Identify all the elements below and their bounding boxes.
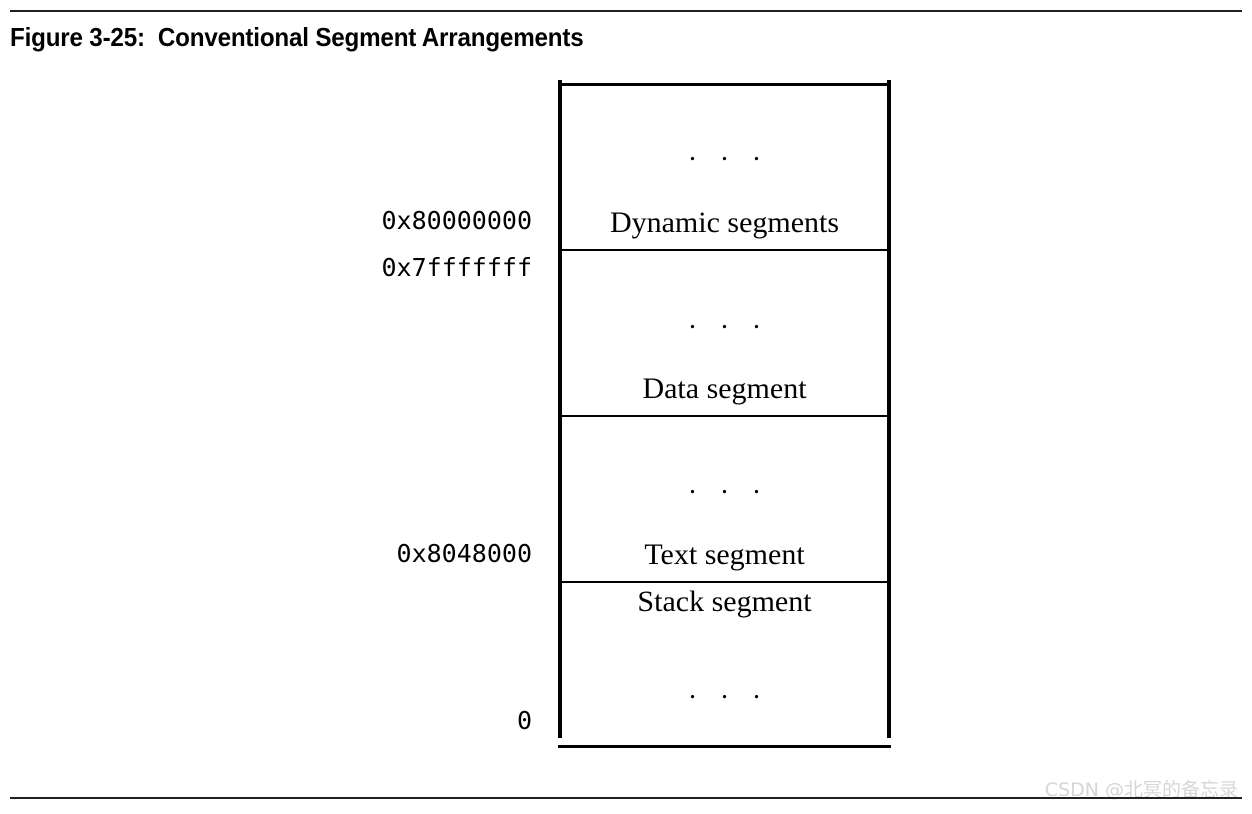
address-label-0x8048000: 0x8048000 — [396, 539, 532, 568]
address-label-0: 0 — [516, 706, 532, 735]
segment-label-text-segment: Text segment — [644, 538, 805, 571]
memory-box — [558, 80, 891, 748]
divider-text-stack — [558, 581, 891, 583]
ellipsis-data-region: . . . — [689, 304, 769, 335]
address-label-0x7fffffff: 0x7fffffff — [381, 253, 532, 282]
memory-box-bottom-rail — [558, 745, 891, 748]
ellipsis-text-region: . . . — [689, 469, 769, 500]
csdn-watermark: CSDN @北冥的备忘录 — [1044, 779, 1238, 801]
address-label-0x80000000: 0x80000000 — [381, 206, 532, 235]
segment-label-dynamic-segments: Dynamic segments — [609, 206, 840, 239]
figure-caption: Figure 3-25: Conventional Segment Arrang… — [10, 22, 584, 52]
segment-label-stack-segment: Stack segment — [637, 585, 812, 618]
page-rule-bottom — [10, 797, 1242, 799]
segment-label-data-segment: Data segment — [642, 372, 807, 405]
memory-box-right-wall — [887, 80, 891, 738]
ellipsis-stack-region: . . . — [689, 674, 769, 705]
memory-box-top-rail — [558, 83, 891, 86]
divider-dynamic-data — [558, 249, 891, 251]
divider-data-text — [558, 415, 891, 417]
ellipsis-dynamic-region: . . . — [689, 136, 769, 167]
memory-box-left-wall — [558, 80, 562, 738]
page-rule-top — [10, 10, 1242, 12]
